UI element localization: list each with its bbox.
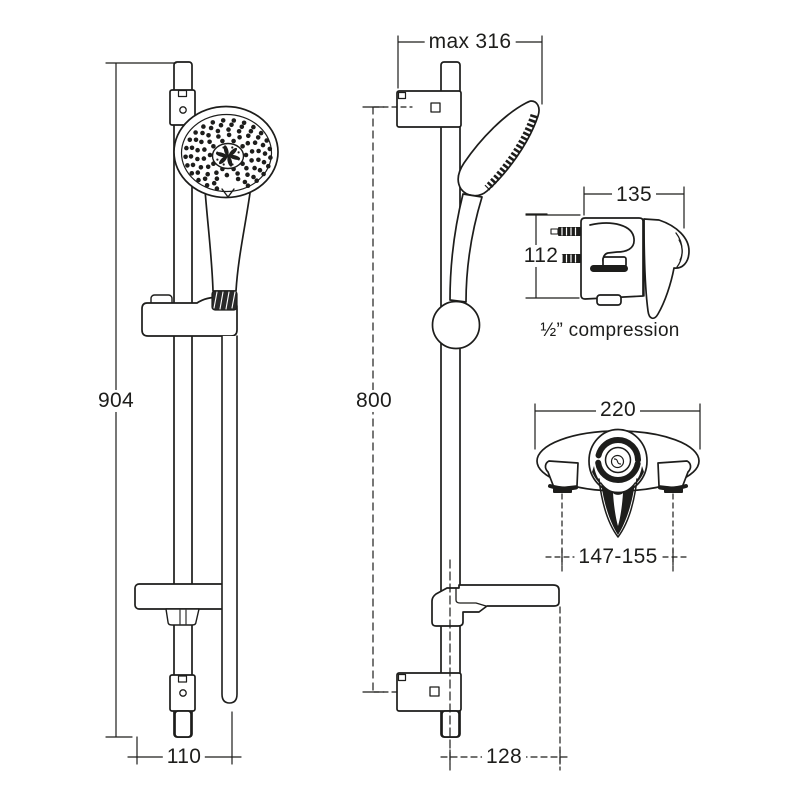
valve-lever-side [589, 222, 635, 272]
dim-label-max-reach: max 316 [424, 30, 516, 54]
handset-handle [204, 189, 251, 292]
soap-dish-front [134, 583, 234, 626]
valve-outlet-side [596, 294, 622, 306]
dim-label-valve-height: 112 [519, 244, 563, 268]
rail-front-view [134, 61, 279, 738]
dim-label-mixer-width: 220 [596, 398, 640, 422]
top-bracket-front [169, 89, 196, 126]
valve-cover-side [643, 218, 690, 320]
rail-side-view [396, 61, 560, 738]
bottom-bracket-front [169, 674, 196, 738]
valve-connection-caption: ½” compression [536, 321, 684, 341]
mixer-right-wing [657, 460, 692, 493]
shower-head-face [173, 105, 279, 199]
dim-label-fixing-centers: 800 [352, 389, 396, 413]
mixer-lever [598, 478, 638, 538]
spray-selector-hub [215, 145, 241, 167]
mixer-control-knob [588, 428, 648, 494]
spray-nozzle-dots [183, 118, 273, 191]
bottom-bracket-side [396, 672, 462, 738]
brand-logo-icon [610, 454, 625, 469]
hose-nut [211, 290, 238, 311]
dim-label-valve-width: 135 [612, 183, 656, 207]
shower-head-profile [457, 100, 540, 197]
dim-label-total-height: 904 [94, 389, 138, 413]
top-bracket-side [396, 90, 462, 128]
spray-face-texture [484, 113, 538, 191]
mixer-left-wing [544, 460, 579, 493]
inlet-connector-top [550, 227, 581, 236]
shower-hose [221, 335, 238, 704]
soap-dish-side [431, 584, 560, 627]
valve-side-view [550, 217, 690, 320]
slider-knob [431, 300, 481, 350]
mixer-front-view [536, 428, 700, 538]
dim-label-mixer-fixing-centers: 147-155 [574, 545, 662, 569]
handset-handle-side [449, 193, 483, 303]
dim-label-soap-dish-depth: 128 [482, 745, 526, 769]
dim-label-soap-dish-width: 110 [162, 745, 206, 769]
